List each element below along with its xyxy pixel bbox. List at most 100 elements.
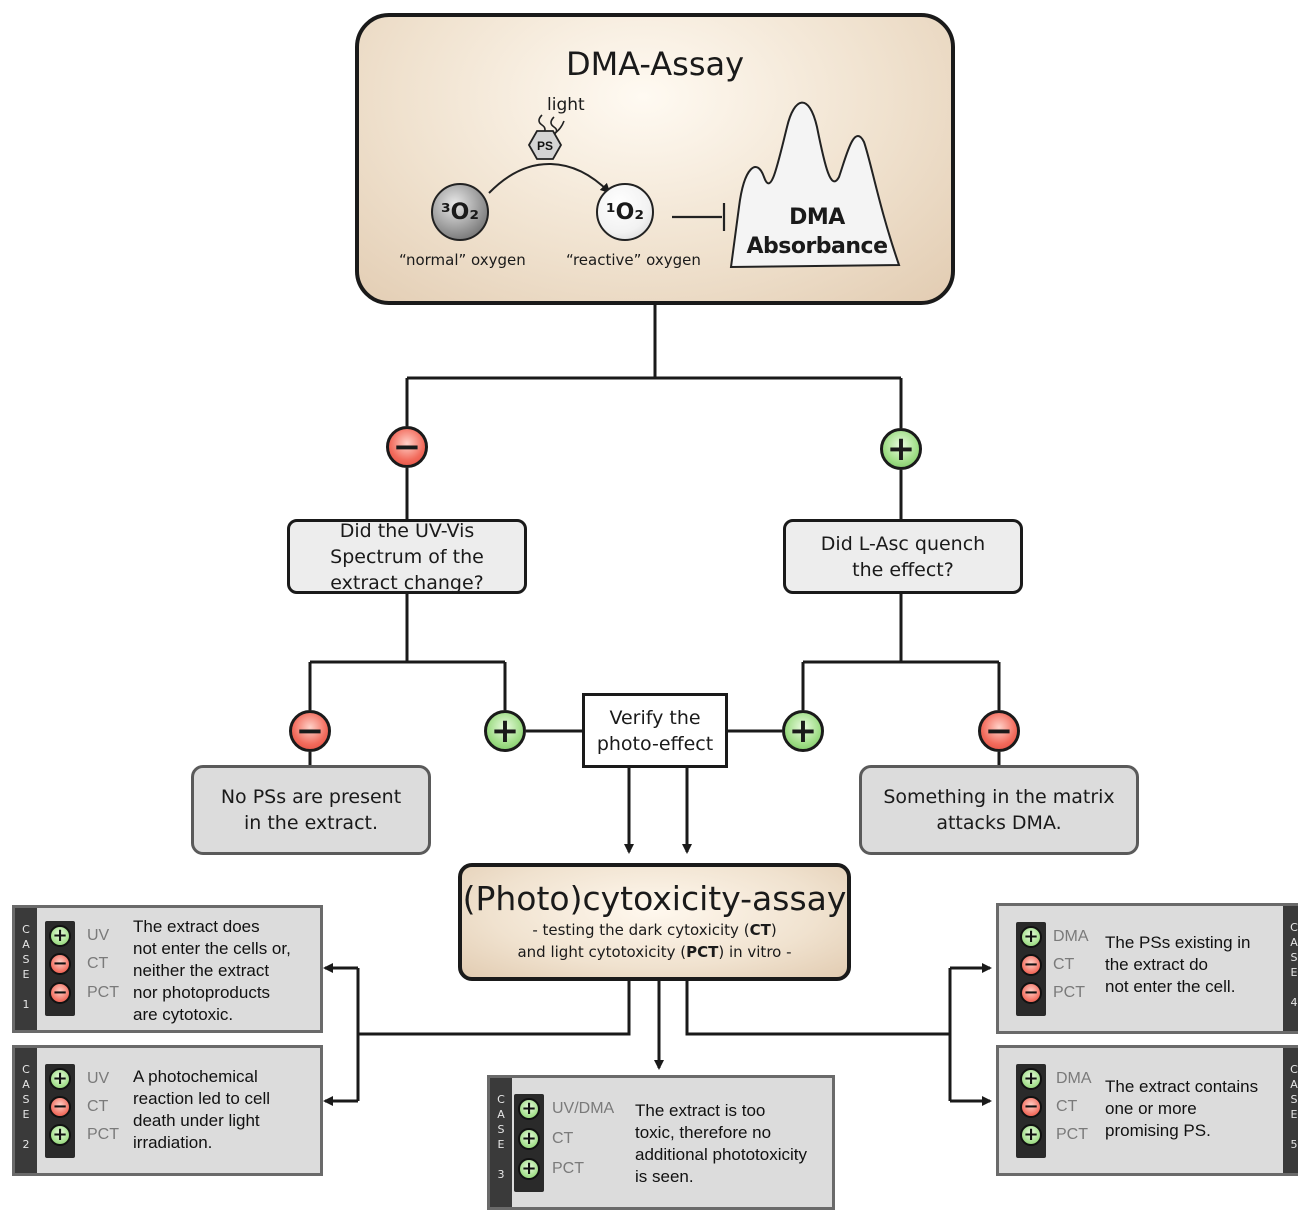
case-description-line: not enter the cell. bbox=[1105, 977, 1236, 996]
plus-indicator-icon: + bbox=[518, 1128, 540, 1150]
case-description-line: death under light bbox=[133, 1111, 260, 1130]
indicator-label: DMA bbox=[1056, 1070, 1092, 1087]
indicator-label: PCT bbox=[1053, 984, 1085, 1001]
case-description-line: A photochemical bbox=[133, 1067, 258, 1086]
indicator-column: + − − bbox=[45, 921, 75, 1016]
lasc-question-box: Did L-Asc quench the effect? bbox=[783, 519, 1023, 594]
plus-indicator-icon: + bbox=[1020, 926, 1042, 948]
dma-assay-box: DMA-Assay light PS ³O₂ ¹O₂ “normal” oxyg… bbox=[355, 13, 955, 305]
normal-oxygen-label: “normal” oxygen bbox=[399, 251, 526, 269]
matrix-outcome-box: Something in the matrix attacks DMA. bbox=[859, 765, 1139, 855]
plus-sign-lasc: + bbox=[782, 710, 824, 752]
plus-sign-uvvis: + bbox=[484, 710, 526, 752]
minus-indicator-icon: − bbox=[49, 982, 71, 1004]
case-description-line: irradiation. bbox=[133, 1133, 213, 1152]
indicator-label: CT bbox=[87, 1098, 109, 1115]
light-label: light bbox=[547, 95, 585, 115]
case-description: The PSs existing in the extract do not ent… bbox=[1105, 932, 1251, 998]
minus-sign-lasc: − bbox=[978, 710, 1020, 752]
minus-sign-dma: − bbox=[386, 426, 428, 468]
indicator-label: UV/DMA bbox=[552, 1100, 615, 1117]
singlet-oxygen-circle: ¹O₂ bbox=[596, 183, 654, 241]
plus-indicator-icon: + bbox=[49, 925, 71, 947]
indicator-label: CT bbox=[552, 1130, 574, 1147]
absorbance-line1: DMA bbox=[789, 205, 845, 230]
indicator-label: CT bbox=[1056, 1098, 1078, 1115]
plus-sign-dma: + bbox=[880, 428, 922, 470]
absorbance-spectrum-shape bbox=[729, 101, 901, 269]
indicator-label: CT bbox=[1053, 956, 1075, 973]
uvvis-question-box: Did the UV-Vis Spectrum of the extract c… bbox=[287, 519, 527, 594]
case-description-line: nor photoproducts bbox=[133, 983, 271, 1002]
left-question-split bbox=[308, 593, 507, 710]
minus-indicator-icon: − bbox=[1020, 982, 1042, 1004]
case-description-line: toxic, therefore no bbox=[635, 1123, 772, 1142]
indicator-column: + − + bbox=[1016, 1064, 1046, 1158]
case-description-line: are cytotoxic. bbox=[133, 1005, 234, 1024]
indicator-label: PCT bbox=[87, 984, 119, 1001]
minus-indicator-icon: − bbox=[1020, 1096, 1042, 1118]
ps-label: PS bbox=[537, 139, 553, 153]
indicator-label: UV bbox=[87, 1070, 110, 1087]
case-description: The extract is too toxic, therefore no add… bbox=[635, 1100, 807, 1188]
dma-reaction-graphic: PS bbox=[488, 101, 901, 269]
case-description-line: The PSs existing in bbox=[1105, 933, 1251, 952]
dma-absorbance-label: DMA Absorbance bbox=[737, 203, 897, 261]
absorbance-line2: Absorbance bbox=[746, 234, 888, 259]
plus-indicator-icon: + bbox=[1020, 1124, 1042, 1146]
case-description-line: The extract does bbox=[133, 917, 260, 936]
case-description-line: The extract is too bbox=[635, 1101, 766, 1120]
cytotox-right-line bbox=[685, 981, 950, 1036]
sign-to-question-lines bbox=[405, 468, 903, 519]
case-description-line: additional phototoxicity bbox=[635, 1145, 808, 1164]
minus-indicator-icon: − bbox=[49, 953, 71, 975]
indicator-column: + + + bbox=[514, 1094, 544, 1192]
indicator-label: CT bbox=[87, 955, 109, 972]
plus-indicator-icon: + bbox=[1020, 1068, 1042, 1090]
dma-assay-title: DMA-Assay bbox=[565, 45, 745, 83]
indicator-label: PCT bbox=[87, 1126, 119, 1143]
case-description-line: is seen. bbox=[635, 1167, 694, 1186]
plus-indicator-icon: + bbox=[518, 1158, 540, 1180]
right-question-split bbox=[801, 593, 1001, 710]
indicator-column: + − − bbox=[1016, 922, 1046, 1016]
minus-indicator-icon: − bbox=[49, 1096, 71, 1118]
plus-indicator-icon: + bbox=[49, 1068, 71, 1090]
cytotoxicity-subtitle-2: and light cytotoxicity (PCT) in vitro - bbox=[517, 943, 792, 961]
indicator-label: UV bbox=[87, 927, 110, 944]
plus-indicator-icon: + bbox=[518, 1098, 540, 1120]
indicator-label: PCT bbox=[1056, 1126, 1088, 1143]
cytotox-left-line bbox=[358, 981, 631, 1036]
case-description: A photochemical reaction led to cell death… bbox=[133, 1066, 270, 1154]
minus-sign-uvvis: − bbox=[289, 710, 331, 752]
case-description-line: one or more bbox=[1105, 1099, 1197, 1118]
indicator-label: PCT bbox=[552, 1160, 584, 1177]
inhibition-symbol bbox=[672, 203, 726, 231]
top-split-line bbox=[405, 305, 903, 428]
cytotoxicity-title: (Photo)cytoxicity-assay bbox=[462, 879, 847, 918]
case-description-line: promising PS. bbox=[1105, 1121, 1211, 1140]
reactive-oxygen-label: “reactive” oxygen bbox=[566, 251, 701, 269]
verify-photo-effect-box: Verify the photo-effect bbox=[582, 693, 728, 768]
ps-hexagon-icon bbox=[527, 130, 563, 160]
conversion-arrow bbox=[488, 163, 611, 194]
case-description-line: reaction led to cell bbox=[133, 1089, 271, 1108]
triplet-oxygen-circle: ³O₂ bbox=[431, 183, 489, 241]
minus-indicator-icon: − bbox=[1020, 954, 1042, 976]
case-description-line: the extract do bbox=[1105, 955, 1209, 974]
cytotoxicity-assay-box: (Photo)cytoxicity-assay - testing the da… bbox=[458, 863, 851, 981]
plus-indicator-icon: + bbox=[49, 1124, 71, 1146]
